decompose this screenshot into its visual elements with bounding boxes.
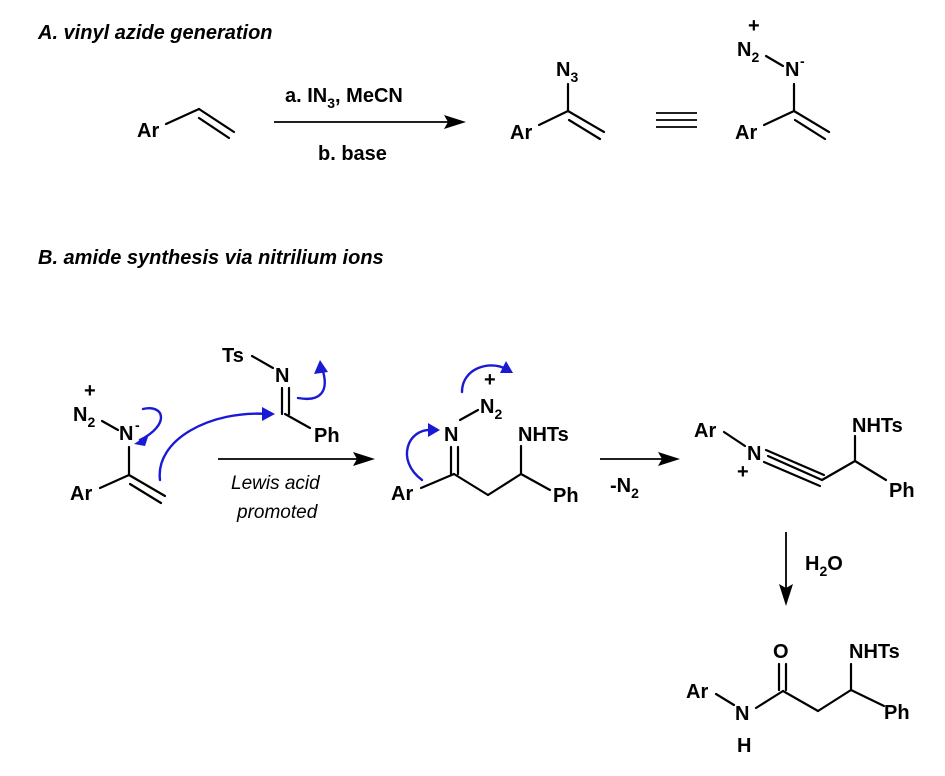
amide-n: N <box>735 703 749 725</box>
res-plus: + <box>748 15 760 37</box>
int-n: N <box>444 424 458 446</box>
amide-nhts: NHTs <box>849 641 900 663</box>
int-n2: N2 <box>480 396 502 422</box>
vinyl-azide: N3 Ar <box>510 59 606 144</box>
nit-ph: Ph <box>889 480 915 502</box>
az-minus: - <box>135 417 140 433</box>
n-tosyl-imine: Ts N Ph <box>222 345 340 447</box>
az-ar: Ar <box>70 483 92 505</box>
condition-promoted: promoted <box>236 502 319 523</box>
vinyl-azide-resonance: + N2 N - Ar <box>735 15 831 144</box>
loss-of-n2: -N2 <box>610 475 639 501</box>
vinyl-azide-ar: Ar <box>510 122 532 144</box>
amide-h: H <box>737 735 751 757</box>
nit-ar: Ar <box>694 420 716 442</box>
electron-arrows-step1 <box>134 360 328 482</box>
imine-ph: Ph <box>314 425 340 447</box>
styrene-ar: Ar <box>137 120 159 142</box>
res-ar: Ar <box>735 122 757 144</box>
reaction-arrow-b1 <box>218 452 375 466</box>
intermediate-adduct: + N2 N Ar NHTs Ph <box>391 369 579 507</box>
water-reagent: H2O <box>805 553 843 579</box>
amide-ar: Ar <box>686 681 708 703</box>
int-plus: + <box>484 369 496 391</box>
azide-n3: N3 <box>556 59 578 85</box>
styrene: Ar <box>137 107 236 142</box>
amide-ph: Ph <box>884 702 910 724</box>
condition-a-step2: b. base <box>318 143 387 165</box>
res-n2: N2 <box>737 39 759 65</box>
section-a-title: A. vinyl azide generation <box>37 22 273 44</box>
amide-o: O <box>773 641 789 663</box>
section-b-title: B. amide synthesis via nitrilium ions <box>38 247 384 269</box>
nit-n: N <box>747 443 761 465</box>
hydrolysis-arrow <box>779 532 793 606</box>
nitrilium-ion: Ar N + NHTs Ph <box>694 415 915 502</box>
electron-arrows-step2 <box>405 361 513 482</box>
reaction-arrow-a <box>274 115 466 129</box>
nit-plus: + <box>737 461 749 483</box>
imine-n: N <box>275 365 289 387</box>
int-ar: Ar <box>391 483 413 505</box>
condition-lewis-acid: Lewis acid <box>231 473 321 494</box>
nit-nhts: NHTs <box>852 415 903 437</box>
res-n: N <box>785 59 799 81</box>
reaction-arrow-b2 <box>600 452 680 466</box>
az-plus: + <box>84 380 96 402</box>
condition-a-step1: a. IN3, MeCN <box>285 85 403 111</box>
int-nhts: NHTs <box>518 424 569 446</box>
equivalence-symbol <box>656 112 697 128</box>
res-minus: - <box>800 53 805 69</box>
imine-ts: Ts <box>222 345 244 367</box>
amide-product: O NHTs Ar N H Ph <box>686 641 910 757</box>
vinyl-azide-b: + N2 N - Ar <box>70 380 167 505</box>
int-ph: Ph <box>553 485 579 507</box>
az-n2: N2 <box>73 404 95 430</box>
az-n: N <box>119 423 133 445</box>
